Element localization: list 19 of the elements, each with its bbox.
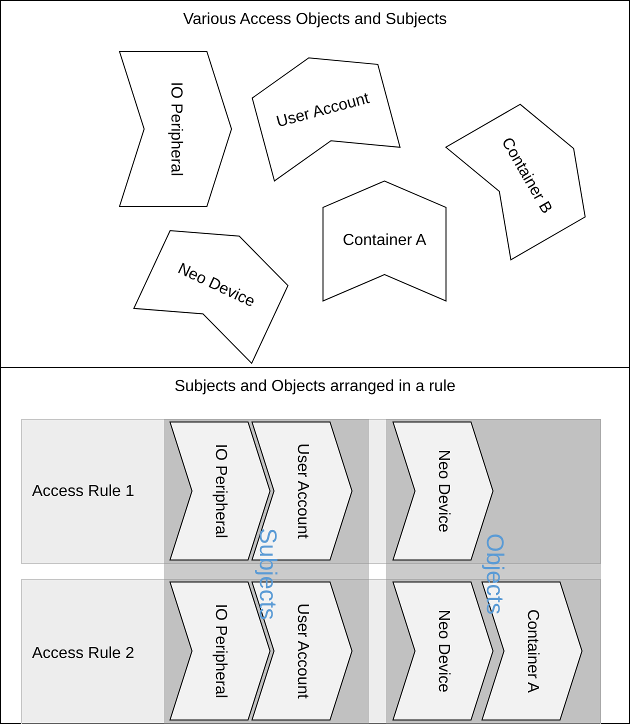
chevron-shape (323, 181, 446, 301)
rule-label: Access Rule 2 (32, 645, 134, 663)
column-label: Subjects (252, 528, 280, 620)
chevron-label: Neo Device (434, 608, 452, 694)
chevron-label: Container A (523, 608, 541, 695)
chevron-label: IO Peripheral (211, 442, 229, 540)
chevron-label: Container A (342, 232, 428, 250)
chevron-label: IO Peripheral (166, 80, 184, 178)
panel-title: Various Access Objects and Subjects (182, 11, 448, 29)
rule-label: Access Rule 1 (32, 482, 134, 500)
panel-title: Subjects and Objects arranged in a rule (173, 378, 457, 396)
chevron-label: IO Peripheral (211, 602, 229, 700)
chevron-label: User Account (274, 89, 372, 134)
chevron-label: User Account (293, 442, 311, 541)
chevron-label: User Account (293, 602, 311, 701)
panel (0, 0, 630, 368)
chevron-shape (120, 52, 232, 206)
chevron-label: Neo Device (434, 448, 452, 534)
column-label: Objects (480, 533, 508, 615)
